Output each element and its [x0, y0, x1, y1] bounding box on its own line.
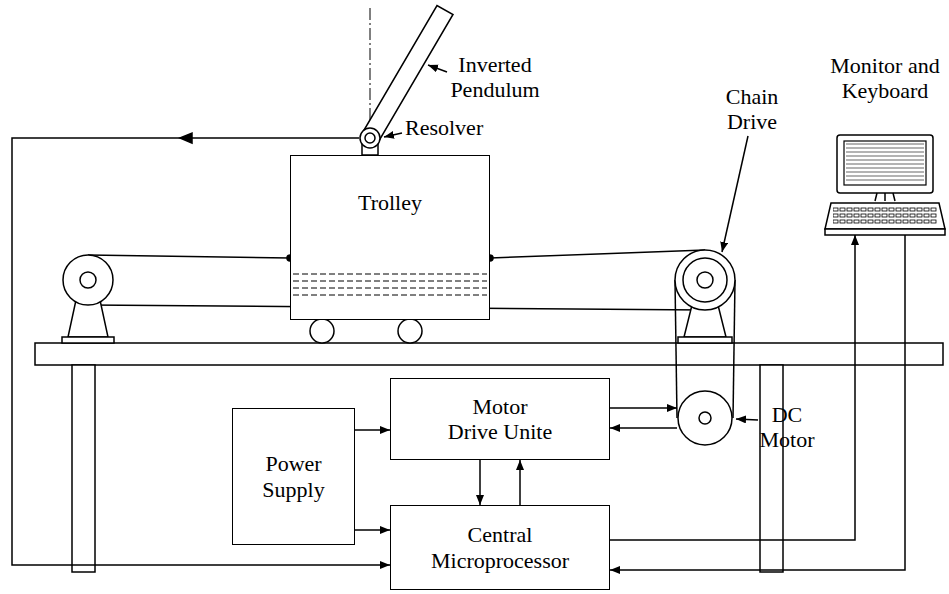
node-label: Monitor and Keyboard: [817, 53, 949, 104]
motor-symbol: DC Motor: [677, 390, 733, 446]
block-box: Power Supply: [232, 408, 355, 545]
leader-line: [428, 65, 447, 72]
signal-arrow: [610, 427, 677, 429]
node-label: DC Motor: [757, 402, 817, 453]
table-top: [35, 343, 943, 365]
part-label: Inverted Pendulum: [445, 52, 545, 103]
sprocket: [675, 250, 735, 310]
pulley: [63, 255, 113, 305]
table-leg: [760, 365, 783, 572]
node-label: Trolley: [358, 190, 422, 215]
monitor-symbol: Monitor and Keyboard: [825, 135, 945, 235]
table-leg: [72, 365, 95, 572]
hatch-line: [293, 295, 487, 296]
belt: [490, 250, 705, 258]
block-box: Motor Drive Unite: [390, 378, 610, 460]
leader-line: [722, 136, 748, 252]
node-label: Central Microprocessor: [420, 522, 580, 573]
signal-arrow: [355, 529, 390, 531]
trolley-detail: [291, 156, 491, 321]
motor-outline: [677, 390, 733, 446]
leader-line: [736, 419, 758, 420]
resolver-symbol: Resolver: [359, 127, 381, 149]
block-box: Central Microprocessor: [390, 505, 610, 590]
leader-line: [384, 133, 402, 137]
trolley-body: Trolley: [290, 155, 490, 320]
pulley-base: [62, 337, 114, 343]
part-label: Chain Drive: [712, 84, 792, 135]
signal-arrow: [519, 460, 521, 505]
signal-arrow: [355, 429, 390, 431]
wheel: [310, 319, 334, 343]
hatch-line: [293, 288, 487, 289]
pulley: [683, 258, 727, 302]
chain: [733, 280, 735, 418]
wheel: [398, 319, 422, 343]
node-label: Resolver: [405, 115, 483, 140]
resolver-outline: [359, 127, 381, 149]
hatch-line: [293, 281, 487, 282]
node-label: Power Supply: [254, 451, 334, 502]
signal-arrow: [610, 235, 855, 540]
monitor-outline: [825, 135, 945, 235]
vertical-axis: [370, 8, 371, 125]
belt: [88, 255, 290, 258]
pulley-base: [678, 337, 732, 343]
signal-arrow: [610, 407, 677, 409]
signal-arrow: [479, 460, 481, 505]
signal-arrow: [610, 235, 905, 570]
node-label: Motor Drive Unite: [446, 394, 554, 445]
pulley-hub: [80, 272, 96, 288]
pulley-hub: [697, 272, 713, 288]
hatch-line: [293, 274, 487, 275]
chain: [675, 280, 677, 418]
